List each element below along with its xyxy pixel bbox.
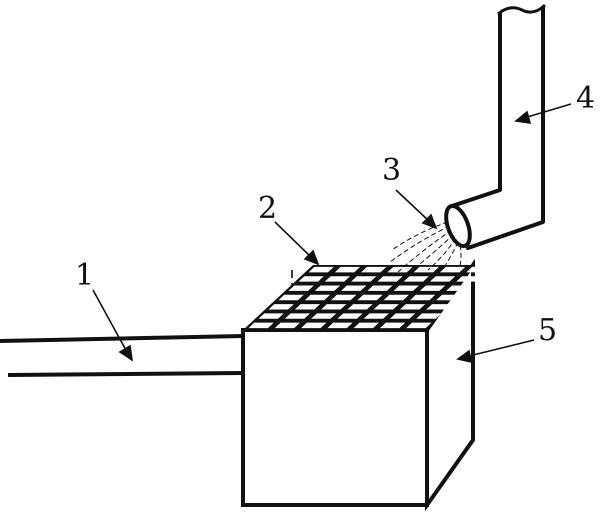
grid-cell: [331, 294, 357, 301]
grid-cell: [426, 304, 452, 310]
grid-cell: [363, 313, 389, 319]
box: [239, 258, 475, 512]
grid-cell: [337, 313, 363, 319]
grid-cell: [399, 304, 426, 310]
arrow-3: [395, 189, 438, 230]
label-2: 2: [258, 191, 277, 226]
box-front-face: [241, 328, 429, 507]
grid-cell: [439, 266, 466, 273]
label-3: 3: [382, 153, 401, 188]
grid-cell: [389, 313, 416, 319]
grid-cell: [327, 322, 353, 329]
grid-cell: [258, 313, 284, 319]
grid-cell: [416, 313, 442, 319]
grid-cell: [278, 294, 304, 301]
grid-cell: [406, 322, 432, 329]
grid-cell: [446, 285, 472, 291]
nozzle-pipe: [444, 3, 547, 250]
grid-cell: [456, 276, 482, 282]
grid-cell: [409, 294, 436, 301]
grid-cell: [373, 304, 399, 310]
leader-arrows: [92, 103, 572, 364]
grid-cell: [308, 266, 334, 273]
arrow-2: [274, 221, 320, 266]
grid-cell: [466, 266, 492, 273]
grid-cell: [383, 294, 409, 301]
grid-cell: [314, 285, 341, 291]
grid-cell: [361, 266, 387, 273]
grid-cell: [341, 285, 367, 291]
grid-cell: [357, 294, 383, 301]
arrow-5: [456, 339, 535, 364]
grid-cell: [419, 285, 446, 291]
grid-cell: [304, 294, 331, 301]
arrow-4: [514, 103, 572, 124]
label-5: 5: [538, 313, 557, 348]
grid-cell: [274, 322, 301, 329]
grid-cell: [298, 276, 324, 282]
grid-cell: [403, 276, 429, 282]
grid-cell: [436, 294, 462, 301]
grid-cells: [248, 266, 492, 329]
grid-cell: [268, 304, 294, 310]
label-4: 4: [576, 81, 595, 116]
grid-top: [243, 265, 492, 330]
grid-cell: [334, 266, 361, 273]
grid-cell: [311, 313, 337, 319]
grid-cell: [367, 285, 393, 291]
grid-cell: [324, 276, 351, 282]
grid-cell: [347, 304, 373, 310]
grid-cell: [294, 304, 321, 310]
grid-cell: [321, 304, 347, 310]
grid-cell: [379, 322, 406, 329]
grid-cell: [353, 322, 379, 329]
grid-cell: [393, 285, 419, 291]
grid-cell: [288, 285, 314, 291]
arrow-1: [92, 289, 134, 362]
grid-cell: [429, 276, 456, 282]
inlet-pipe: [0, 334, 271, 377]
grid-cell: [351, 276, 377, 282]
grid-cell: [284, 313, 311, 319]
grid-cell: [248, 322, 274, 329]
label-1: 1: [75, 258, 94, 293]
grid-cell: [377, 276, 403, 282]
grid-cell: [301, 322, 327, 329]
grid-cell: [413, 266, 439, 273]
